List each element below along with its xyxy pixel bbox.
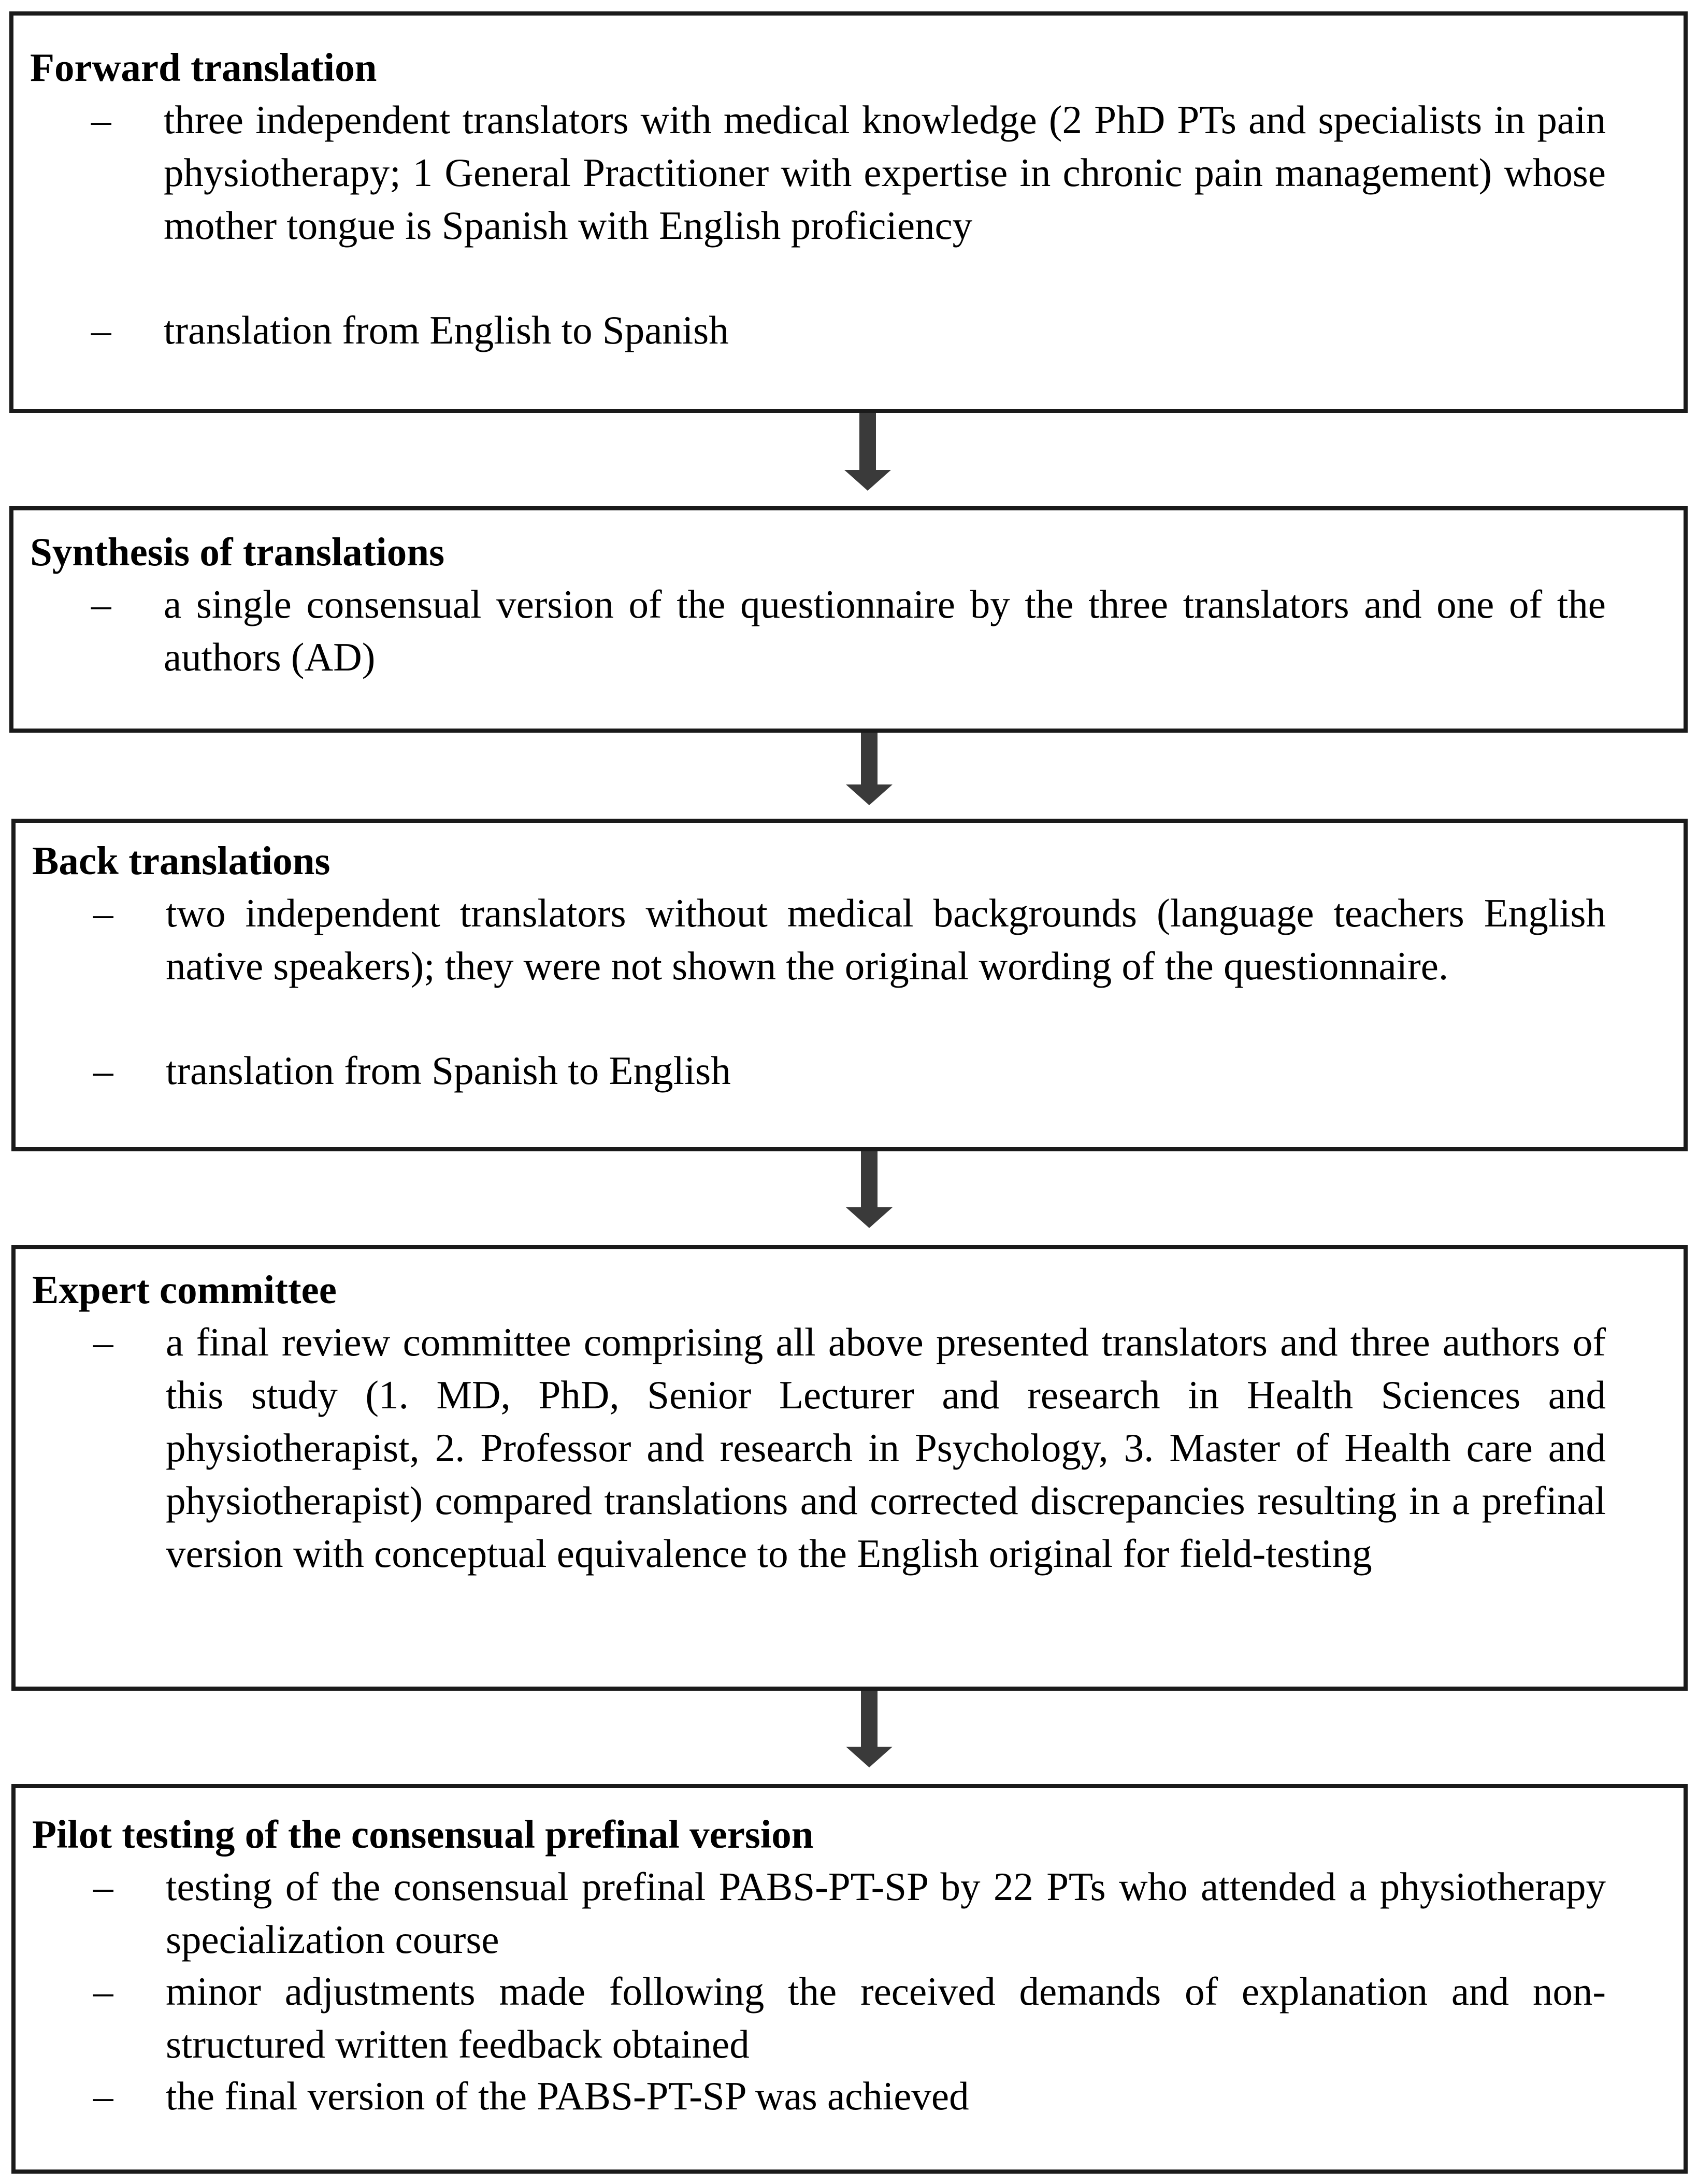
flow-arrow <box>844 413 891 491</box>
bullet-dash: – <box>93 1320 113 1364</box>
arrow-shaft <box>859 413 876 471</box>
step-title: Synthesis of translations <box>30 530 445 574</box>
bullet-dash: – <box>91 97 111 142</box>
flow-arrow <box>846 1151 893 1228</box>
step-item-text: two independent translators without medi… <box>166 891 1606 988</box>
bullet-dash: – <box>91 582 111 626</box>
flow-arrow <box>846 1691 893 1767</box>
step-item-text: the final version of the PABS-PT-SP was … <box>166 2074 969 2118</box>
step-item-text: translation from English to Spanish <box>164 308 729 352</box>
arrow-shaft <box>861 733 878 786</box>
step-item-text: a final review committee comprising all … <box>166 1320 1606 1576</box>
step-item-text: testing of the consensual prefinal PABS-… <box>166 1864 1606 1962</box>
step-item-text: a single consensual version of the quest… <box>164 582 1606 679</box>
arrow-shaft <box>861 1691 878 1748</box>
bullet-dash: – <box>93 2074 113 2118</box>
bullet-dash: – <box>93 1969 113 2014</box>
step-box-expert-committee: Expert committee – a final review commit… <box>11 1245 1688 1691</box>
step-box-back-translations: Back translations – two independent tran… <box>11 819 1688 1151</box>
step-item-text: minor adjustments made following the rec… <box>166 1969 1606 2066</box>
step-title: Forward translation <box>30 45 377 90</box>
bullet-dash: – <box>93 1048 113 1093</box>
bullet-dash: – <box>93 1864 113 1909</box>
step-box-forward-translation: Forward translation – three independent … <box>9 11 1688 413</box>
step-item-text: translation from Spanish to English <box>166 1048 731 1093</box>
flow-arrow <box>846 733 893 805</box>
step-item-text: three independent translators with medic… <box>164 97 1606 248</box>
arrow-head <box>844 470 891 491</box>
step-title: Expert committee <box>32 1267 337 1312</box>
arrow-head <box>846 1747 893 1767</box>
step-box-pilot-testing: Pilot testing of the consensual prefinal… <box>11 1784 1688 2174</box>
bullet-dash: – <box>91 308 111 352</box>
arrow-head <box>846 784 893 805</box>
step-box-synthesis-of-translations: Synthesis of translations – a single con… <box>9 506 1688 733</box>
bullet-dash: – <box>93 891 113 935</box>
arrow-shaft <box>861 1151 878 1208</box>
step-title: Back translations <box>32 838 330 883</box>
step-title: Pilot testing of the consensual prefinal… <box>32 1812 814 1857</box>
arrow-head <box>846 1207 893 1228</box>
